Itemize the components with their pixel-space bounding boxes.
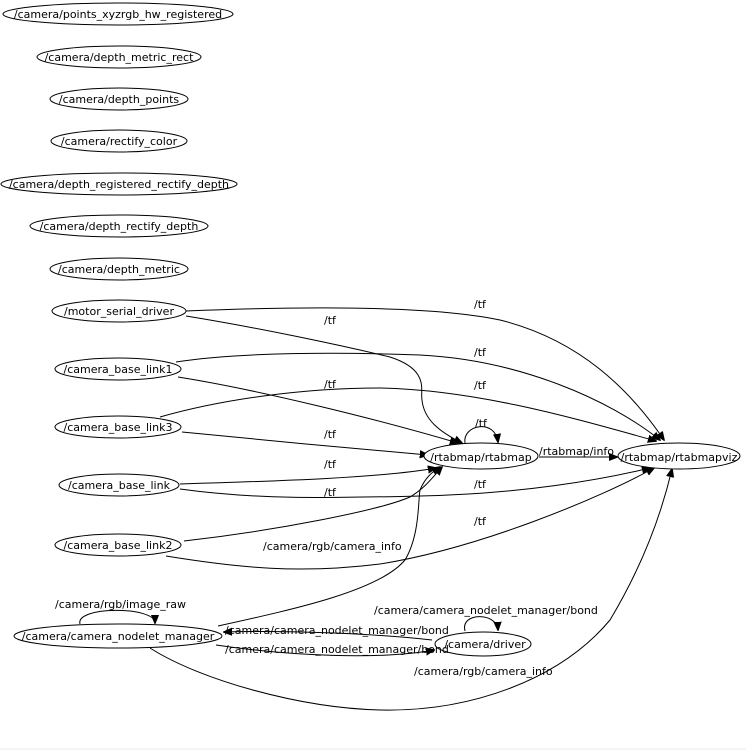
edge-cbl2-to-rtabmap[interactable] [183, 467, 442, 542]
node-label: /camera_base_link1 [64, 363, 173, 376]
node-camera-nodelet-manager[interactable]: /camera/camera_nodelet_manager [13, 623, 223, 649]
node-rtabmap[interactable]: /rtabmap/rtabmap [423, 442, 539, 470]
node-camera-base-link[interactable]: /camera_base_link [58, 473, 180, 497]
edge-label-tf: /tf [324, 428, 337, 441]
node-label: /motor_serial_driver [64, 305, 174, 318]
node-rtabmapviz[interactable]: /rtabmap/rtabmapviz [617, 442, 741, 470]
node-points-xyzrgb-hw-registered[interactable]: /camera/points_xyzrgb_hw_registered [2, 2, 234, 26]
node-rectify-color[interactable]: /camera/rectify_color [50, 129, 188, 153]
edge-label-tf: /tf [474, 298, 487, 311]
edge-motor-to-rtabmapviz[interactable] [185, 307, 664, 440]
node-depth-metric-rect[interactable]: /camera/depth_metric_rect [36, 45, 202, 69]
edge-cbl-to-rtabmap[interactable] [179, 468, 436, 485]
node-label: /camera_base_link3 [64, 421, 173, 434]
node-label: /rtabmap/rtabmapviz [621, 451, 738, 464]
edge-cbl1-to-rtabmapviz[interactable] [175, 352, 660, 440]
node-label: /camera/camera_nodelet_manager [22, 630, 215, 643]
edge-label-camera-info: /camera/rgb/camera_info [414, 665, 553, 678]
edge-driver-self-bond[interactable] [464, 616, 498, 631]
edge-nodelet-to-driver-bond[interactable] [215, 644, 434, 657]
node-label: /camera_base_link [68, 479, 171, 492]
edge-motor-to-rtabmap[interactable] [185, 315, 462, 443]
edge-nodelet-self-image-raw[interactable] [79, 609, 155, 625]
node-label: /camera/points_xyzrgb_hw_registered [14, 8, 222, 21]
node-label: /camera/rectify_color [61, 135, 178, 148]
edge-cbl3-to-rtabmap[interactable] [181, 431, 428, 455]
node-camera-base-link2[interactable]: /camera_base_link2 [54, 533, 182, 557]
node-depth-rectify-depth[interactable]: /camera/depth_rectify_depth [29, 214, 209, 238]
node-label: /camera/driver [444, 638, 526, 651]
node-motor-serial-driver[interactable]: /motor_serial_driver [51, 299, 187, 323]
node-label: /camera_base_link2 [64, 539, 173, 552]
node-camera-driver[interactable]: /camera/driver [434, 631, 532, 657]
node-label: /camera/depth_registered_rectify_depth [9, 178, 229, 191]
node-label: /camera/depth_metric [58, 263, 180, 276]
node-depth-points[interactable]: /camera/depth_points [49, 87, 189, 111]
edge-nodelet-to-rtabmap-camera-info[interactable] [217, 467, 440, 627]
node-label: /rtabmap/rtabmap [430, 451, 531, 464]
edge-label-tf: /tf [324, 314, 337, 327]
edge-label-bond: /camera/camera_nodelet_manager/bond [374, 604, 598, 617]
edge-cbl3-to-rtabmapviz[interactable] [159, 387, 656, 441]
node-label: /camera/depth_metric_rect [45, 51, 194, 64]
node-depth-metric[interactable]: /camera/depth_metric [49, 257, 189, 281]
edge-label-camera-info: /camera/rgb/camera_info [263, 540, 402, 553]
edge-rtabmap-self-tf[interactable] [464, 426, 498, 443]
edge-label-tf: /tf [474, 379, 487, 392]
edge-label-tf: /tf [475, 417, 488, 430]
edge-cbl2-to-rtabmapviz[interactable] [165, 468, 654, 570]
edge-label-tf: /tf [474, 515, 487, 528]
edge-driver-to-nodelet-bond[interactable] [224, 631, 433, 641]
node-depth-registered-rectify-depth[interactable]: /camera/depth_registered_rectify_depth [0, 172, 238, 196]
edge-label-tf: /tf [474, 478, 487, 491]
edge-label-image-raw: /camera/rgb/image_raw [55, 598, 186, 611]
node-label: /camera/depth_rectify_depth [40, 220, 199, 233]
edge-label-rtabmap-info: /rtabmap/info [539, 445, 614, 458]
node-camera-base-link3[interactable]: /camera_base_link3 [54, 415, 182, 439]
edge-label-tf: /tf [474, 346, 487, 359]
edge-nodelet-to-rtabmapviz-camera-info[interactable] [149, 469, 672, 711]
edge-cbl-to-rtabmapviz[interactable] [179, 468, 650, 499]
edge-label-bond: /camera/camera_nodelet_manager/bond [225, 643, 449, 656]
edge-cbl1-to-rtabmap[interactable] [177, 376, 458, 443]
edge-label-bond: /camera/camera_nodelet_manager/bond [225, 624, 449, 637]
node-label: /camera/depth_points [59, 93, 180, 106]
node-camera-base-link1[interactable]: /camera_base_link1 [54, 357, 182, 381]
edge-label-tf: /tf [324, 458, 337, 471]
